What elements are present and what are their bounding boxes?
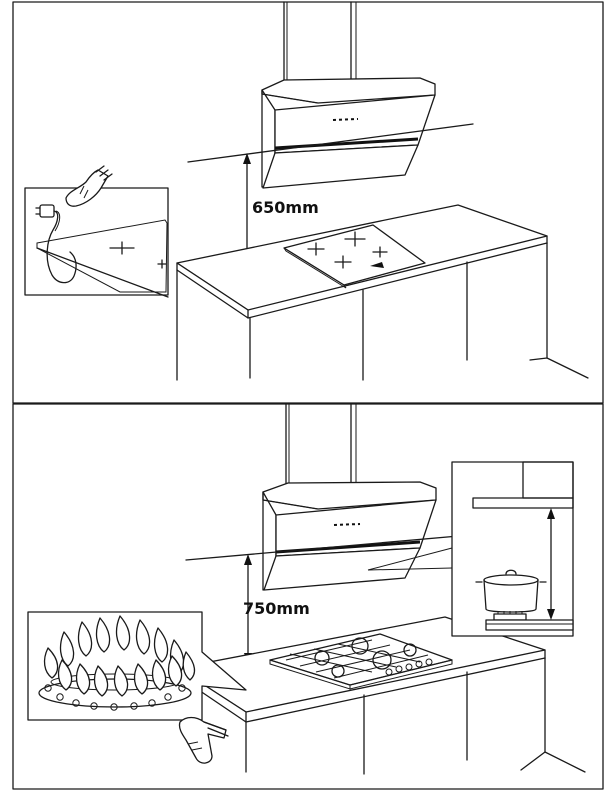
cooker-hood xyxy=(263,482,436,590)
distance-label-750: 750mm xyxy=(243,599,310,618)
flame-ring-inset xyxy=(28,612,246,763)
hood-chimney xyxy=(286,404,356,490)
hand-pointing-icon xyxy=(179,718,228,764)
hood-chimney xyxy=(284,2,356,85)
pot-height-inset xyxy=(452,462,573,636)
top-panel: 650mm xyxy=(25,2,588,380)
plug-inset xyxy=(25,166,168,297)
bottom-panel: 750mm xyxy=(28,404,585,774)
distance-label-650: 650mm xyxy=(252,198,319,217)
